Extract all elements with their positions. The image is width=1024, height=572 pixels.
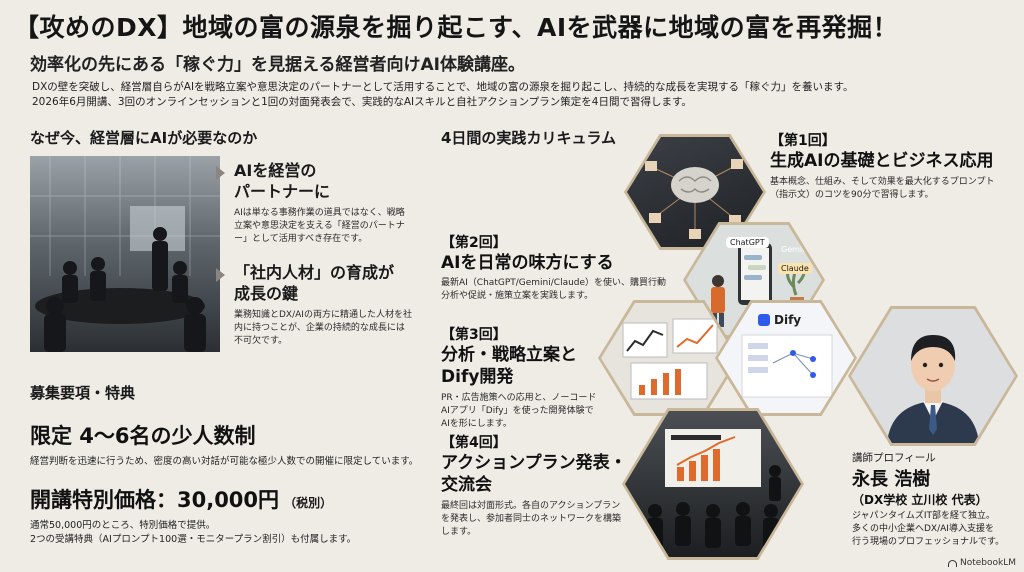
profile-desc-2: 多くの中小企業へDX/AI導入支援を bbox=[852, 524, 994, 534]
analytics-chart-icon bbox=[622, 318, 718, 400]
intro-text: DXの壁を突破し、経営層自らがAIを戦略立案や意思決定のパートナーとして活用する… bbox=[32, 80, 992, 110]
profile-org: （DX学校 立川校 代表） bbox=[852, 493, 988, 507]
ai-brain-icon bbox=[645, 159, 743, 239]
price-note-1: 通常50,000円のところ、特別価格で提供。 bbox=[30, 520, 216, 531]
dify-logo: Dify bbox=[758, 313, 801, 327]
curriculum-heading: 4日間の実践カリキュラム bbox=[441, 129, 616, 147]
why-card-talent: 「社内人材」の育成が 成長の鍵 業務知識とDX/AIの両方に精通した人材を社内に… bbox=[234, 262, 412, 348]
claude-label: Claude bbox=[778, 263, 812, 274]
session-4-label: 【第4回】 bbox=[441, 435, 507, 451]
page-subtitle: 効率化の先にある「稼ぐ力」を見据える経営者向けAI体験講座。 bbox=[30, 55, 525, 75]
session-2-body: 最新AI（ChatGPT/Gemini/Claude）を使い、購買行動分析や促説… bbox=[441, 278, 667, 301]
instructor-hex bbox=[848, 306, 1018, 446]
why-card-talent-title-1: 「社内人材」の育成が bbox=[234, 263, 395, 282]
price-block: 開講特別価格：30,000円 （税別） bbox=[30, 484, 332, 514]
session-4-hex bbox=[622, 408, 804, 560]
price-label: 開講特別価格：30,000円 bbox=[30, 488, 280, 512]
session-1-body: 基本概念、仕組み、そして効果を最大化するプロンプト（指示文）のコツを90分で習得… bbox=[770, 177, 995, 200]
dify-icon bbox=[758, 314, 770, 326]
presentation-scene-icon bbox=[647, 429, 781, 548]
session-3-hex-dify: Dify bbox=[715, 300, 857, 416]
instructor-profile: 講師プロフィール 永長 浩樹 （DX学校 立川校 代表） ジャパンタイムズIT部… bbox=[852, 450, 1022, 549]
profile-desc-1: ジャパンタイムズIT部を経て独立。 bbox=[852, 511, 995, 521]
session-1: 【第1回】 生成AIの基礎とビジネス応用 基本概念、仕組み、そして効果を最大化す… bbox=[770, 130, 1010, 202]
workflow-diagram-icon bbox=[741, 334, 833, 398]
why-card-partner-title-2: パートナーに bbox=[234, 182, 331, 201]
price-tax: （税別） bbox=[284, 496, 333, 510]
chevron-right-icon bbox=[216, 166, 225, 180]
session-4: 【第4回】 アクションプラン発表・ 交流会 最終回は対面形式。各自のアクションプ… bbox=[441, 432, 631, 539]
session-2-label: 【第2回】 bbox=[441, 235, 507, 251]
watermark: NotebookLM bbox=[947, 558, 1016, 568]
chatgpt-label: ChatGPT bbox=[726, 237, 769, 248]
capacity-limit: 限定 4〜6名の少人数制 bbox=[30, 424, 256, 448]
session-2: 【第2回】 AIを日常の味方にする 最新AI（ChatGPT/Gemini/Cl… bbox=[441, 232, 671, 303]
session-3-label: 【第3回】 bbox=[441, 327, 507, 343]
chevron-right-icon bbox=[216, 268, 225, 282]
why-heading: なぜ今、経営層にAIが必要なのか bbox=[30, 129, 258, 147]
notebooklm-icon bbox=[947, 559, 957, 567]
session-3-title-2: Dify開発 bbox=[441, 367, 514, 387]
meeting-illustration bbox=[30, 156, 220, 352]
price-note-2: 2つの受講特典（AIプロンプト100選・モニタープラン割引）も付属します。 bbox=[30, 534, 357, 545]
session-1-title: 生成AIの基礎とビジネス応用 bbox=[770, 151, 994, 171]
session-4-body: 最終回は対面形式。各自のアクションプランを発表し、参加者同士のネットワークを構築… bbox=[441, 501, 622, 537]
session-3-body: PR・広告施策への応用と、ノーコードAIアプリ「Dify」を使った開発体験でAI… bbox=[441, 393, 597, 429]
watermark-label: NotebookLM bbox=[959, 558, 1016, 568]
profile-name: 永長 浩樹 bbox=[852, 469, 931, 490]
session-2-title: AIを日常の味方にする bbox=[441, 253, 614, 273]
recruit-heading: 募集要項・特典 bbox=[30, 384, 136, 402]
session-1-label: 【第1回】 bbox=[770, 133, 836, 149]
session-3: 【第3回】 分析・戦略立案と Dify開発 PR・広告施策への応用と、ノーコード… bbox=[441, 324, 611, 431]
session-3-title-1: 分析・戦略立案と bbox=[441, 345, 577, 365]
profile-desc-3: 行う現場のプロフェッショナルです。 bbox=[852, 537, 1005, 547]
why-card-partner-body: AIは単なる事務作業の道具ではなく、戦略立案や意思決定を支える「経営のパートナー… bbox=[234, 208, 405, 244]
why-card-partner: AIを経営の パートナーに AIは単なる事務作業の道具ではなく、戦略立案や意思決… bbox=[234, 160, 409, 246]
session-4-title-1: アクションプラン発表・ bbox=[441, 453, 627, 473]
session-4-title-2: 交流会 bbox=[441, 475, 492, 495]
intro-line-2: 2026年6月開講、3回のオンラインセッションと1回の対面発表会で、実践的なAI… bbox=[32, 96, 692, 108]
gemini-label: Gemini bbox=[781, 245, 810, 254]
instructor-avatar bbox=[887, 335, 979, 443]
why-card-talent-body: 業務知識とDX/AIの両方に精通した人材を社内に持つことが、企業の持続的な成長に… bbox=[234, 310, 412, 346]
page-title: 【攻めのDX】地域の富の源泉を掘り起こす、AIを武器に地域の富を再発掘！ bbox=[14, 13, 899, 42]
capacity-note: 経営判断を迅速に行うため、密度の高い対話が可能な極少人数での開催に限定しています… bbox=[30, 456, 419, 467]
dify-label: Dify bbox=[774, 313, 802, 327]
why-card-partner-title-1: AIを経営の bbox=[234, 161, 317, 180]
why-card-talent-title-2: 成長の鍵 bbox=[234, 284, 299, 303]
profile-label: 講師プロフィール bbox=[852, 452, 936, 464]
intro-line-1: DXの壁を突破し、経営層自らがAIを戦略立案や意思決定のパートナーとして活用する… bbox=[32, 81, 854, 93]
meeting-photo bbox=[30, 156, 220, 352]
